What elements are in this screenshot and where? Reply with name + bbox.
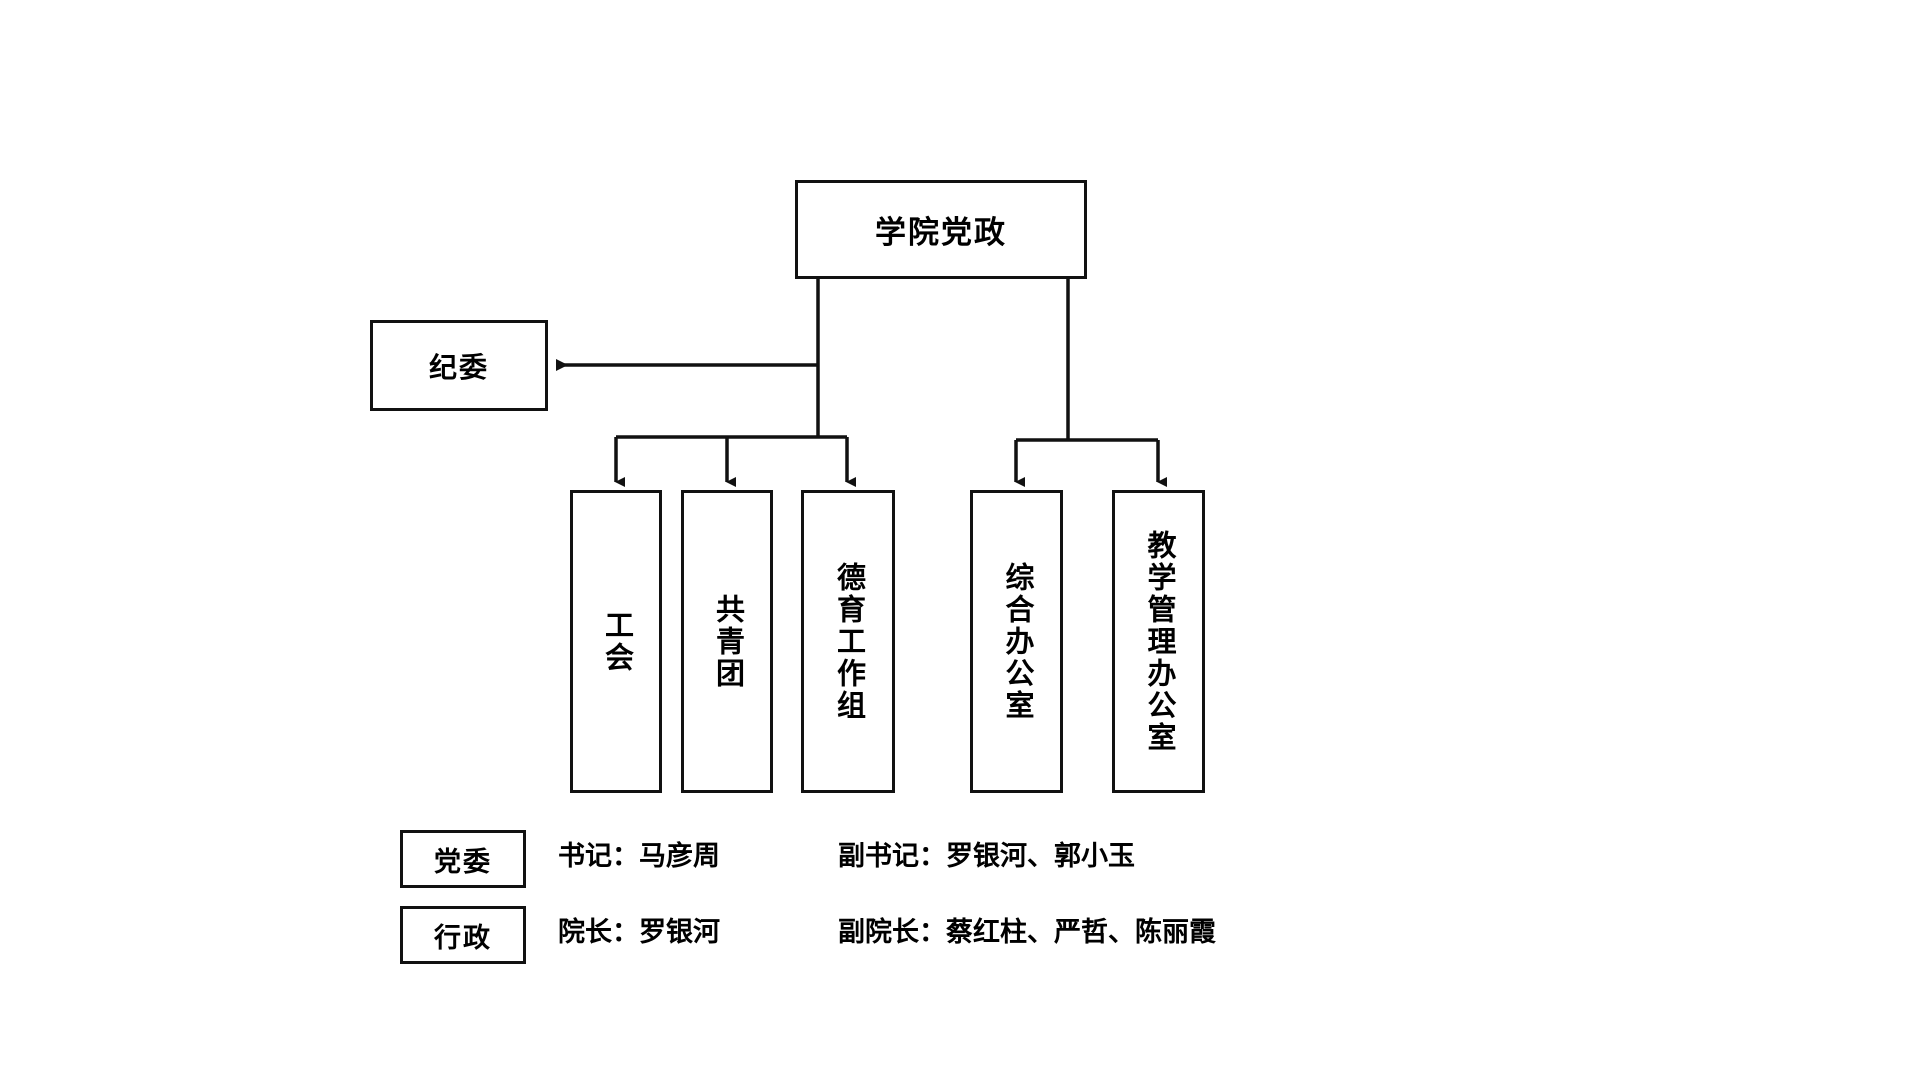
node-moral-education-group-label: 德育工作组	[832, 561, 865, 722]
legend-row-party-committee: 党委 书记：马彦周 副书记：罗银河、郭小玉	[400, 828, 1500, 904]
node-general-office[interactable]: 综合办公室	[970, 490, 1063, 793]
node-teaching-management-office-label: 教学管理办公室	[1143, 529, 1175, 754]
legend-chip-party-committee[interactable]: 党委	[400, 830, 526, 888]
legend-chip-administration-label: 行政	[434, 922, 492, 953]
node-labor-union[interactable]: 工会	[570, 490, 662, 793]
node-labor-union-label: 工会	[600, 609, 633, 674]
node-youth-league-label: 共青团	[711, 593, 744, 690]
node-disciplinary-committee[interactable]: 纪委	[370, 320, 548, 411]
legend-row-administration: 行政 院长：罗银河 副院长：蔡红柱、严哲、陈丽霞	[400, 904, 1500, 980]
node-moral-education-group[interactable]: 德育工作组	[801, 490, 895, 793]
legend-party-secretary: 书记：马彦周	[558, 841, 720, 871]
legend-chip-party-committee-label: 党委	[434, 846, 492, 877]
leadership-legend: 党委 书记：马彦周 副书记：罗银河、郭小玉 行政 院长：罗银河 副院长：蔡红柱、…	[400, 828, 1500, 980]
node-root-label: 学院党政	[875, 215, 1007, 250]
node-disciplinary-committee-label: 纪委	[428, 352, 489, 384]
legend-deputy-party-secretaries: 副书记：罗银河、郭小玉	[838, 841, 1135, 871]
legend-dean: 院长：罗银河	[558, 917, 720, 947]
legend-vice-deans: 副院长：蔡红柱、严哲、陈丽霞	[838, 917, 1216, 947]
node-general-office-label: 综合办公室	[1001, 561, 1033, 722]
node-teaching-management-office[interactable]: 教学管理办公室	[1112, 490, 1205, 793]
node-root-party-administration[interactable]: 学院党政	[795, 180, 1087, 279]
node-youth-league[interactable]: 共青团	[681, 490, 773, 793]
legend-chip-administration[interactable]: 行政	[400, 906, 526, 964]
